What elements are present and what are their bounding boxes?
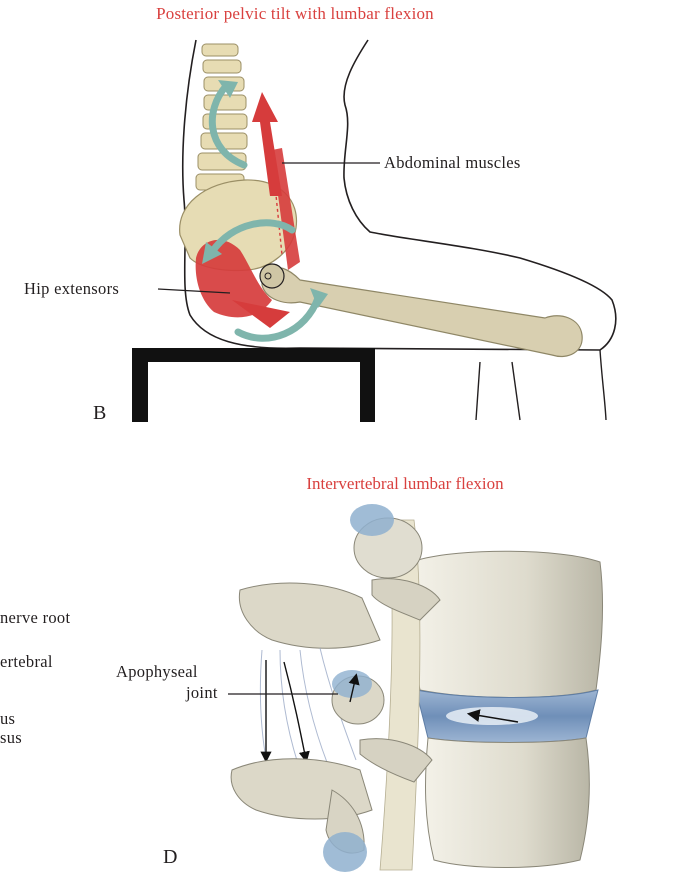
lower-facet-icon (323, 832, 367, 872)
cut-label-4: sus (0, 728, 22, 747)
panel-b-figure (132, 39, 617, 422)
leader-hip-extensors (157, 288, 231, 294)
upper-vertebral-body-icon (412, 550, 604, 698)
label-hip-extensors: Hip extensors (24, 279, 120, 298)
spine-rotation-arrow-icon (208, 82, 248, 169)
panel-d-title: Intervertebral lumbar flexion (306, 474, 504, 493)
cut-label-3: us (0, 709, 16, 728)
abdominal-arrow-icon (252, 92, 282, 196)
upper-spinous-process-icon (238, 582, 381, 649)
panel-d-figure (228, 504, 604, 872)
panel-letter-b: B (93, 402, 107, 424)
panel-b-title: Posterior pelvic tilt with lumbar flexio… (156, 4, 434, 23)
label-apophyseal: Apophyseal (116, 662, 198, 681)
cut-label-intervertebral: ertebral (0, 652, 53, 671)
spine-icon (195, 43, 248, 191)
label-joint: joint (186, 683, 218, 702)
femur-icon (261, 266, 583, 357)
seat-icon (132, 348, 375, 422)
panel-letter-d: D (163, 846, 178, 868)
cut-label-nerve-root: nerve root (0, 608, 71, 627)
pelvis-rotation-arrow-icon (208, 219, 296, 256)
leg-outline (475, 349, 607, 421)
label-abdominal-muscles: Abdominal muscles (384, 153, 521, 172)
hip-extensor-muscle (195, 239, 272, 318)
hip-rotation-arrow-icon (234, 294, 322, 342)
lower-vertebral-body-icon (425, 737, 590, 868)
